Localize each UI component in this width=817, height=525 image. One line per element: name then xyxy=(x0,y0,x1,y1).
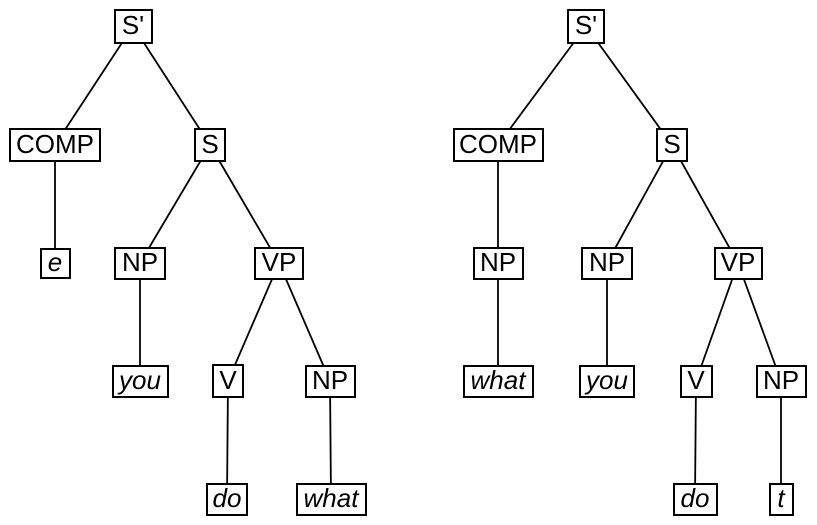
left-tree-edge-s-vp xyxy=(209,144,280,264)
right-tree-edge-sbar-s xyxy=(585,25,673,146)
left-tree-edge-v-do xyxy=(226,380,229,500)
left-tree-node-v: V xyxy=(212,364,244,398)
right-tree-node-t: t xyxy=(768,482,794,516)
right-tree-node-v: V xyxy=(679,364,713,398)
left-tree-node-np1: NP xyxy=(114,246,166,280)
right-tree-node-sbar: S' xyxy=(567,8,605,44)
left-tree-node-what: what xyxy=(295,482,367,516)
right-tree-node-vp: VP xyxy=(713,246,763,280)
left-tree-edge-vp-np2 xyxy=(278,262,331,382)
left-tree-node-sbar: S' xyxy=(113,8,153,44)
left-tree-edge-vp-v xyxy=(227,262,280,382)
right-tree-node-you: you xyxy=(579,364,635,398)
right-tree-edge-vp-np3 xyxy=(737,262,782,382)
right-tree-edge-sbar-comp xyxy=(497,25,587,146)
right-tree-node-np2: NP xyxy=(581,246,633,280)
left-tree-node-e: e xyxy=(39,247,71,279)
right-tree-node-np3: NP xyxy=(755,364,807,398)
left-tree-edge-sbar-comp xyxy=(54,25,134,146)
right-tree-node-s: S xyxy=(656,128,688,162)
left-tree-node-np2: NP xyxy=(304,364,356,398)
left-tree-edge-np2-what xyxy=(329,380,332,500)
right-tree-edge-vp-v xyxy=(695,262,739,382)
right-tree-edge-s-vp xyxy=(671,144,739,264)
left-tree-edge-s-np1 xyxy=(139,144,211,264)
left-tree-node-comp: COMP xyxy=(9,128,101,162)
right-tree-node-what: what xyxy=(462,364,534,398)
right-tree-node-do: do xyxy=(672,482,718,516)
right-tree-edge-s-np2 xyxy=(606,144,673,264)
right-tree-node-comp: COMP xyxy=(452,128,544,162)
left-tree-edge-sbar-s xyxy=(132,25,211,146)
left-tree-node-vp: VP xyxy=(254,246,304,280)
left-tree-node-you: you xyxy=(111,364,169,398)
left-tree-node-s: S xyxy=(194,128,226,162)
right-tree-edge-v-do xyxy=(694,380,697,500)
right-tree-node-np1: NP xyxy=(472,246,524,280)
left-tree-node-do: do xyxy=(206,482,248,516)
